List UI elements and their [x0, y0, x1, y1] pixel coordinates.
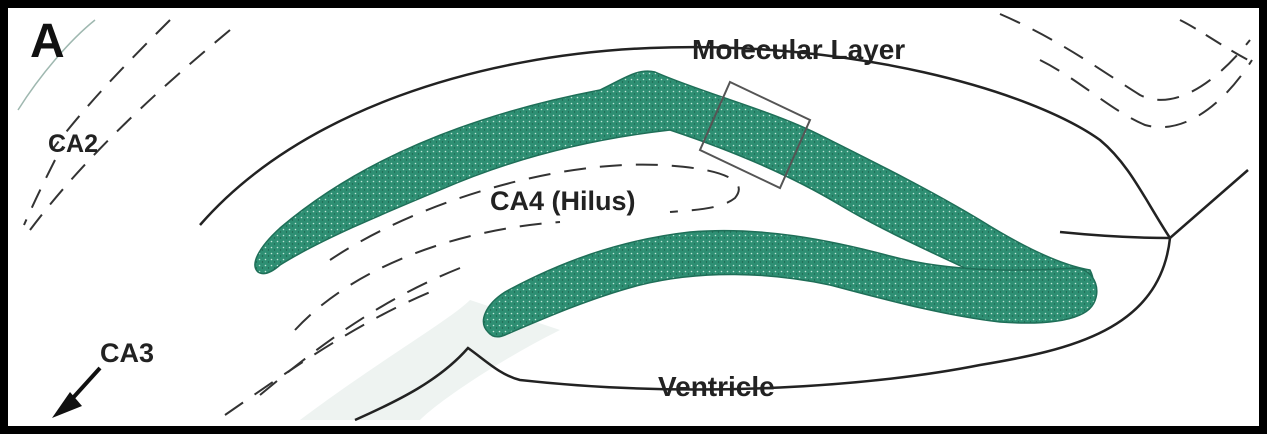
ventricle-label: Ventricle	[658, 373, 775, 401]
panel-letter: A	[30, 18, 65, 66]
ca3-arrow-head	[52, 392, 82, 418]
molecular-layer-label: Molecular Layer	[692, 36, 905, 64]
ca3-label: CA3	[100, 340, 154, 367]
right-boundary-line	[1060, 170, 1248, 238]
right-dashed-line-2	[1040, 60, 1252, 127]
ca2-label: CA2	[48, 132, 98, 157]
right-dashed-line-1	[1000, 14, 1250, 100]
diagram-drawing	[8, 8, 1259, 426]
ca2-dashed-line-3	[24, 160, 55, 225]
right-dashed-line-3	[1180, 20, 1248, 60]
ca4-hilus-label: CA4 (Hilus)	[490, 188, 636, 215]
